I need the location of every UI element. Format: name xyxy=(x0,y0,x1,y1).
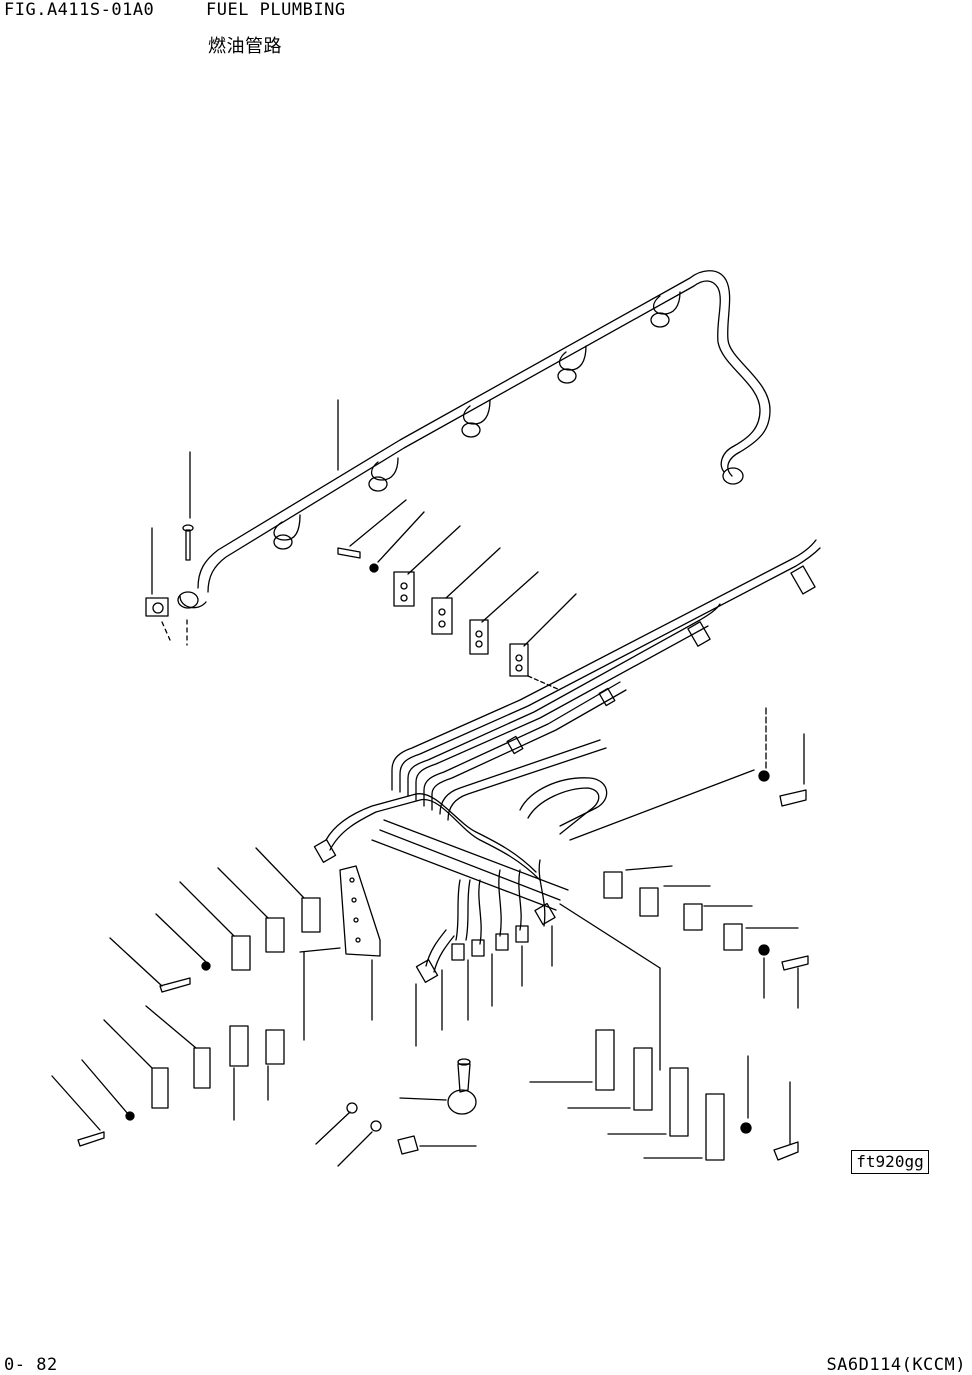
banjo-fitting xyxy=(347,1059,476,1154)
leader-arrows xyxy=(52,400,804,1166)
reference-tag: ft920gg xyxy=(851,1150,929,1174)
injection-pipes xyxy=(314,540,820,982)
figure-code: FIG.A411S-01A0 xyxy=(4,0,155,20)
return-fuel-line xyxy=(178,271,770,608)
page-number: 0- 82 xyxy=(4,1355,58,1375)
figure-subtitle: 燃油管路 xyxy=(208,36,282,57)
clamp-set-left xyxy=(78,866,380,1146)
clamp-set-right xyxy=(560,770,808,1160)
clamp-set-upper xyxy=(338,548,560,690)
return-line-clip xyxy=(146,525,193,645)
figure-title: FUEL PLUMBING xyxy=(206,0,346,20)
model-code: SA6D114(KCCM) xyxy=(826,1355,966,1375)
